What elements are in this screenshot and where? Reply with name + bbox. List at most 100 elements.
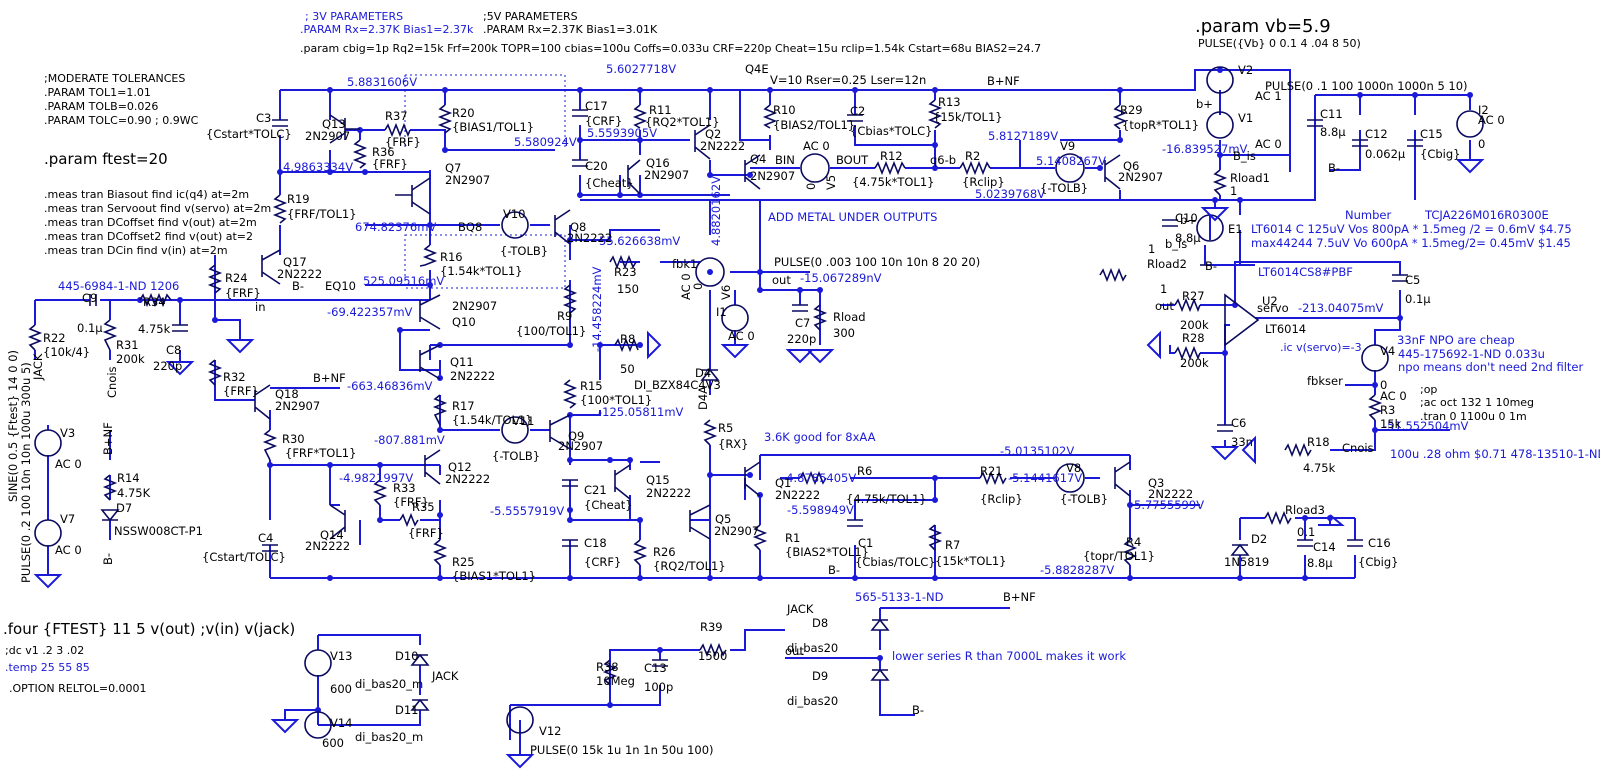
net-label: EQ10 [325, 279, 356, 293]
part-U2: LT6014CS8#PBF [1258, 265, 1353, 279]
ground-icon [647, 330, 662, 360]
label-R26: R26 [653, 545, 676, 559]
label-V4: V4 [1380, 344, 1395, 358]
transistor-Q16-icon [627, 159, 641, 195]
label-R13: R13 [938, 95, 961, 109]
label-Q11: Q11 [450, 355, 474, 369]
note-100u-cap: 100u .28 ohm $0.71 478-13510-1-ND [1390, 447, 1600, 461]
value-R25: {BIAS1*TOL1} [452, 569, 536, 583]
dc-comment: ;dc v1 .2 3 .02 [5, 644, 84, 657]
value-D11: di_bas20_m [355, 730, 423, 744]
label-Q7: Q7 [445, 161, 461, 175]
capacitor-C15-icon [1407, 139, 1423, 147]
label-R2: R2 [965, 149, 980, 163]
node-voltage: 4.8820162V [709, 176, 723, 246]
value-Q2: 2N2222 [700, 139, 745, 153]
param-vb: .param vb=5.9 [1195, 16, 1331, 37]
value-R18: 4.75k [1303, 461, 1336, 475]
net-label: B- [1328, 161, 1340, 175]
value-Rload1: 1 [1230, 184, 1237, 198]
value-R20: {BIAS1/TOL1} [452, 120, 534, 134]
note-max44244: max44244 7.5uV Vo 600pA * 1.5meg/2= 0.45… [1251, 236, 1571, 250]
label-D2: D2 [1251, 532, 1267, 546]
resistor-R3-icon [1367, 394, 1383, 421]
transistor-Q6-icon [1104, 154, 1121, 190]
label-Q8: Q8 [570, 220, 586, 234]
temp-directive: .temp 25 55 85 [5, 661, 90, 674]
value-C10: 8.8µ [1175, 231, 1201, 245]
voltage-source-V10-icon [501, 211, 529, 239]
net-label: B_is [1233, 149, 1256, 163]
value-R30: {FRF*TOL1} [285, 446, 356, 460]
transistor-Q15-icon [614, 464, 631, 500]
net-label: JACK [431, 669, 459, 683]
voltage-source-V14-icon [304, 711, 332, 739]
resistor-R4-icon [1122, 539, 1138, 566]
net-label: b+ [1180, 213, 1197, 227]
label-R38: R38 [596, 660, 619, 674]
label-Rload2: Rload2 [1147, 257, 1187, 271]
note-lower-series-r: lower series R than 7000L makes it work [892, 649, 1126, 663]
label-Q6: Q6 [1123, 159, 1139, 173]
label-Rload: Rload [833, 310, 866, 324]
capacitor-C8-icon [172, 324, 188, 332]
meas-line: .meas tran Biasout find ic(q4) at=2m [44, 188, 249, 201]
resistor-R2-icon [959, 160, 991, 176]
node-voltage: -807.881mV [374, 433, 445, 447]
value-V11: {-TOLB} [492, 449, 540, 463]
voltage-source-V7-icon [34, 519, 62, 547]
capacitor-C16-icon [1347, 539, 1363, 547]
note-c9-part: 445-6984-1-ND 1206 [58, 279, 179, 293]
label-V7: V7 [60, 512, 75, 526]
resistor-Rload1-icon [1212, 169, 1228, 196]
value-R27: 200k [1180, 318, 1209, 332]
label-R10: R10 [773, 103, 796, 117]
label-R25: R25 [452, 555, 475, 569]
resistor-Rload2-icon [1099, 267, 1127, 283]
label-Q5: Q5 [715, 512, 731, 526]
tol-comment: ;MODERATE TOLERANCES [44, 72, 185, 85]
value-C20: {Cheat} [585, 176, 634, 190]
transistor-Q7-icon [395, 177, 431, 215]
meas-line: .meas tran DCoffset2 find v(out) at=2 [44, 230, 253, 243]
label-C7: C7 [795, 316, 810, 330]
capacitor-C20-icon [572, 159, 588, 167]
grounds [33, 159, 1485, 769]
value-C9: 0.1µ [77, 321, 103, 335]
resistor-R9-icon [562, 284, 578, 314]
meas-line: .meas tran Servoout find v(servo) at=2m [44, 202, 271, 215]
diode-D11-icon [410, 698, 430, 711]
note-npo-filter: npo means don't need 2nd filter [1398, 360, 1583, 374]
value-Rload: 300 [833, 326, 855, 340]
capacitor-C1-icon [847, 519, 863, 527]
label-R37: R37 [385, 109, 408, 123]
resistor-R6-icon [799, 470, 827, 486]
label-D4: D4 [695, 366, 711, 380]
comment-5v-params: ;5V PARAMETERS [483, 10, 578, 23]
component-labels: C3 {Cstart*TOLC} Q13 2N2907 R37 {FRF} R3… [6, 63, 1505, 757]
transistor-Q17-icon [261, 249, 281, 285]
label-R5: R5 [718, 421, 733, 435]
label-R39: R39 [700, 620, 723, 634]
node-voltage: -4.9821997V [339, 471, 413, 485]
value-V8: {-TOLB} [1060, 492, 1108, 506]
label-C12: C12 [1365, 127, 1388, 141]
label-C1: C1 [858, 536, 873, 550]
label-C21: C21 [584, 483, 607, 497]
value-R2: {Rclip} [962, 175, 1005, 189]
value-R1: {BIAS2*TOL1} [785, 545, 869, 559]
capacitor-C2-icon [847, 114, 863, 122]
value-Q16: 2N2907 [644, 168, 689, 182]
ground-icon [505, 754, 535, 769]
voltage-source-V4-icon [1361, 344, 1389, 372]
voltage-source-V12-icon [506, 706, 534, 734]
opamp-U2-icon [1224, 293, 1260, 347]
net-label: JACK [786, 602, 814, 616]
label-R24: R24 [225, 271, 248, 285]
value-R17: {1.54k/TOL1} [452, 413, 533, 427]
value-C17: {CRF} [585, 114, 622, 128]
transistor-Q9-icon [549, 414, 571, 450]
note-add-metal: ADD METAL UNDER OUTPUTS [768, 210, 937, 224]
value-V13: 600 [330, 682, 352, 696]
